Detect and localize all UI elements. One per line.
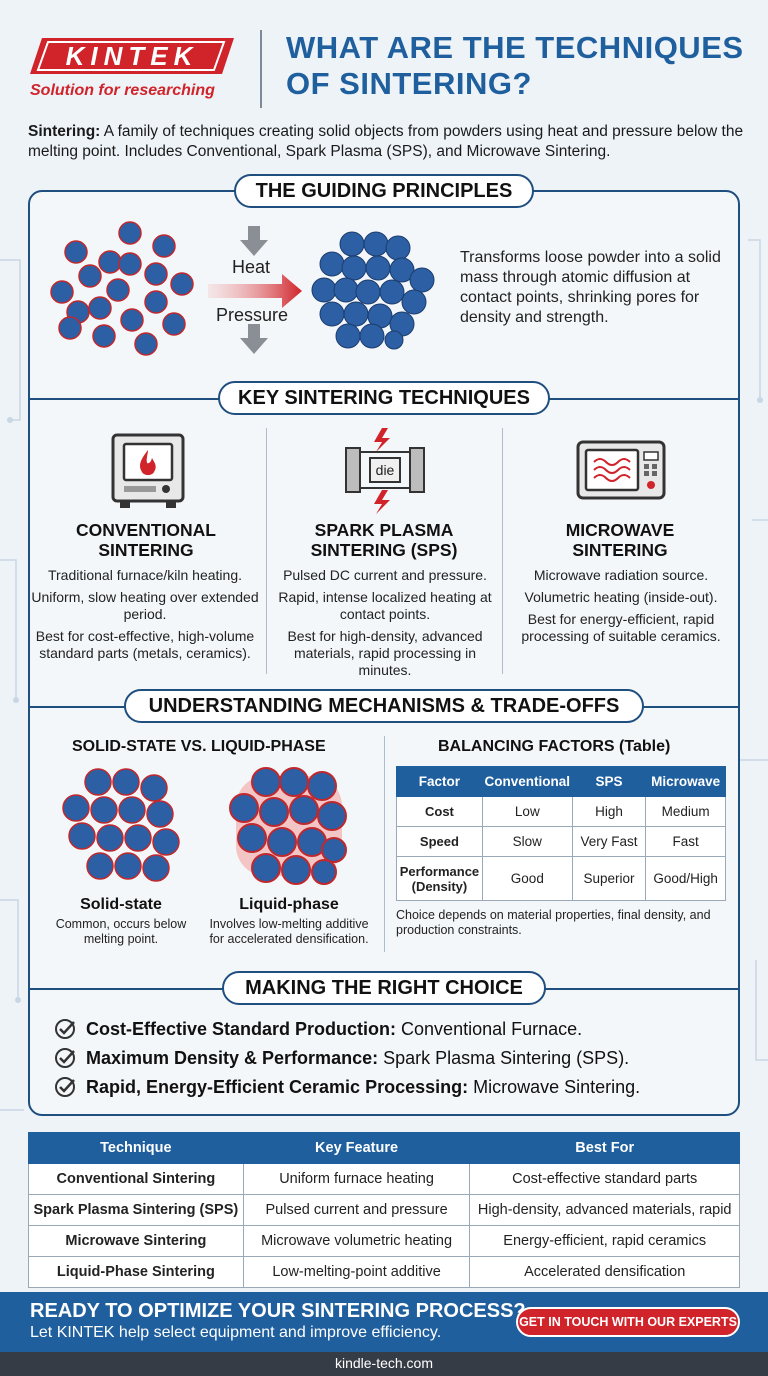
table-cell: Conventional Sintering: [28, 1163, 244, 1195]
table-row: Microwave Sintering Microwave volumetric…: [28, 1225, 740, 1257]
choice-item: Rapid, Energy-Efficient Ceramic Processi…: [54, 1076, 640, 1098]
table-row: Cost Low High Medium: [396, 796, 726, 827]
balancing-factors-heading: BALANCING FACTORS (Table): [438, 738, 671, 755]
dense-solid-particles: [311, 231, 435, 350]
table-cell: Superior: [571, 856, 647, 901]
balancing-factors-table: Factor Conventional SPS Microwave Cost L…: [396, 766, 726, 901]
table-cell: Very Fast: [571, 826, 647, 857]
table-row: Conventional Sintering Uniform furnace h…: [28, 1163, 740, 1195]
table-cell: Pulsed current and pressure: [242, 1194, 471, 1226]
table-row: Liquid-Phase Sintering Low-melting-point…: [28, 1256, 740, 1288]
heat-label: Heat: [232, 257, 271, 277]
contact-experts-button[interactable]: GET IN TOUCH WITH OUR EXPERTS: [516, 1307, 740, 1337]
check-circle-icon: [55, 1048, 75, 1068]
table-cell: Fast: [645, 826, 726, 857]
heading-mechanisms: UNDERSTANDING MECHANISMS & TRADE-OFFS: [124, 689, 644, 723]
intro-text: Sintering: A family of techniques creati…: [28, 122, 748, 162]
choice-item: Cost-Effective Standard Production:Conve…: [54, 1018, 582, 1040]
check-circle-icon: [55, 1019, 75, 1039]
logo-text: KINTEK: [66, 41, 199, 71]
logo-tagline: Solution for researching: [30, 82, 215, 99]
furnace-icon: [111, 433, 185, 508]
table-cell: Microwave volumetric heating: [242, 1225, 471, 1257]
table-cell: Good: [481, 856, 573, 901]
table-row: Performance (Density) Good Superior Good…: [396, 856, 726, 901]
intro-definition: A family of techniques creating solid ob…: [28, 123, 744, 160]
table-header: SPS: [571, 766, 647, 797]
pressure-label: Pressure: [216, 305, 289, 325]
liquid-phase-desc: Involves low-melting additive for accele…: [209, 917, 369, 946]
table-row: Spark Plasma Sintering (SPS) Pulsed curr…: [28, 1194, 740, 1226]
table-cell: Low: [481, 796, 573, 827]
liquid-phase-particles: [229, 767, 347, 885]
liquid-phase-label: Liquid-phase: [239, 896, 339, 913]
table-cell: Spark Plasma Sintering (SPS): [28, 1194, 244, 1226]
die-label: die: [376, 462, 395, 478]
column-divider: [266, 428, 267, 674]
table-cell: Cost-effective standard parts: [469, 1163, 740, 1195]
cta-subtitle: Let KINTEK help select equipment and imp…: [30, 1324, 442, 1341]
table-cell: Accelerated densification: [469, 1256, 740, 1288]
principle-description: Transforms loose powder into a solid mas…: [460, 249, 721, 326]
technique-desc-conventional: Traditional furnace/kiln heating. Unifor…: [31, 567, 259, 661]
cta-title: READY TO OPTIMIZE YOUR SINTERING PROCESS…: [30, 1300, 526, 1322]
table-cell: Uniform furnace heating: [242, 1163, 471, 1195]
table-cell: Energy-efficient, rapid ceramics: [469, 1225, 740, 1257]
intro-term: Sintering:: [28, 123, 101, 140]
solid-state-particles: [62, 768, 180, 882]
sps-die-icon: die: [345, 428, 425, 514]
kintek-logo: KINTEK: [30, 38, 234, 74]
solid-state-label: Solid-state: [80, 896, 162, 913]
table-cell: High: [571, 796, 647, 827]
table-cell: Medium: [645, 796, 726, 827]
heading-key-techniques: KEY SINTERING TECHNIQUES: [218, 381, 550, 415]
table-cell: Speed: [396, 826, 483, 857]
table-header: Conventional: [481, 766, 573, 797]
column-divider: [502, 428, 503, 674]
heat-pressure-arrow-icon: [208, 226, 302, 354]
table-cell: Good/High: [645, 856, 726, 901]
choice-item: Maximum Density & Performance:Spark Plas…: [54, 1047, 629, 1069]
loose-powder-particles: [50, 221, 194, 356]
table-header: Microwave: [645, 766, 726, 797]
balancing-note: Choice depends on material properties, f…: [396, 908, 711, 937]
summary-table: Technique Key Feature Best For Conventio…: [28, 1132, 740, 1288]
table-cell: Microwave Sintering: [28, 1225, 244, 1257]
table-cell: Liquid-Phase Sintering: [28, 1256, 244, 1288]
table-header: Best For: [469, 1132, 740, 1164]
table-cell: High-density, advanced materials, rapid: [469, 1194, 740, 1226]
header-divider: [260, 30, 262, 108]
solid-vs-liquid-heading: SOLID-STATE VS. LIQUID-PHASE: [72, 738, 326, 755]
technique-desc-sps: Pulsed DC current and pressure. Rapid, i…: [278, 567, 492, 678]
solid-state-desc: Common, occurs below melting point.: [55, 917, 187, 946]
table-cell: Performance (Density): [396, 856, 483, 901]
check-circle-icon: [55, 1077, 75, 1097]
table-row: Speed Slow Very Fast Fast: [396, 826, 726, 857]
table-cell: Low-melting-point additive: [242, 1256, 471, 1288]
microwave-icon: [576, 440, 666, 500]
table-header: Technique: [28, 1132, 244, 1164]
column-divider: [384, 736, 385, 952]
table-header: Factor: [396, 766, 483, 797]
table-cell: Cost: [396, 796, 483, 827]
table-header: Key Feature: [242, 1132, 471, 1164]
table-header-row: Technique Key Feature Best For: [28, 1132, 740, 1164]
heading-right-choice: MAKING THE RIGHT CHOICE: [222, 971, 546, 1005]
footer-url-link[interactable]: kindle-tech.com: [334, 1355, 434, 1371]
page-title: WHAT ARE THE TECHNIQUES OF SINTERING?: [286, 30, 744, 101]
technique-desc-microwave: Microwave radiation source. Volumetric h…: [521, 567, 721, 644]
table-cell: Slow: [481, 826, 573, 857]
heading-guiding-principles: THE GUIDING PRINCIPLES: [234, 174, 534, 208]
footer-bar: [0, 1352, 768, 1376]
table-header-row: Factor Conventional SPS Microwave: [396, 766, 726, 797]
